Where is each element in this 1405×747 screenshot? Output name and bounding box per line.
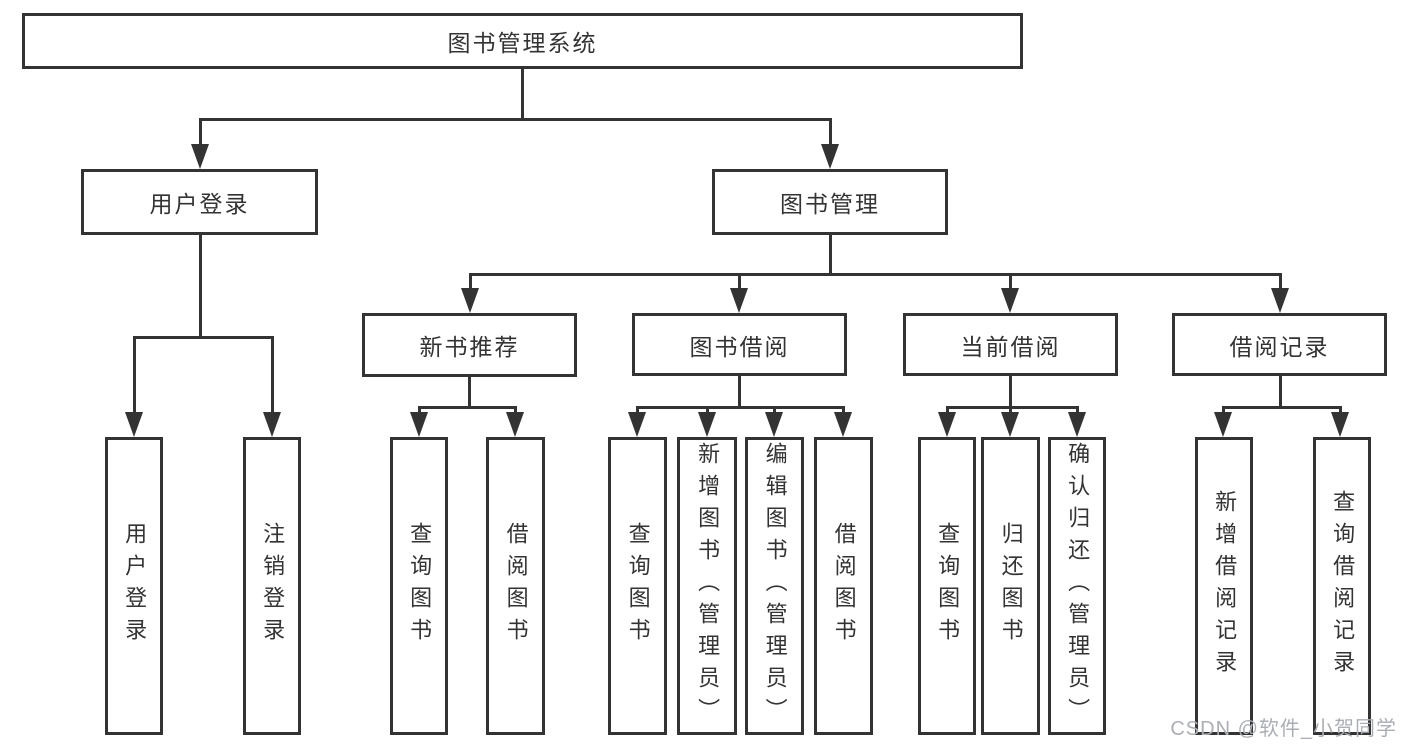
node-label: 图书管理系统	[447, 30, 598, 56]
connector-vline	[418, 406, 421, 416]
arrow-down-icon	[1068, 412, 1086, 437]
node-label: 图书借阅	[689, 333, 790, 360]
connector-vline	[469, 273, 472, 291]
arrow-down-icon	[628, 412, 646, 437]
leaf-logout-login: 注销登录	[243, 437, 301, 735]
leaf-label: 新增图书（管理员）	[695, 442, 721, 730]
connector-vline	[199, 235, 202, 339]
arrow-down-icon	[263, 412, 281, 437]
arrow-down-icon	[410, 412, 428, 437]
node-current-borrowing: 当前借阅	[903, 313, 1118, 376]
arrow-down-icon	[1214, 412, 1232, 437]
connector-vline	[829, 235, 832, 276]
node-user-login: 用户登录	[81, 169, 318, 235]
connector-vline	[1279, 376, 1282, 409]
arrow-down-icon	[821, 144, 839, 169]
leaf-return-books: 归还图书	[981, 437, 1040, 735]
arrow-down-icon	[730, 288, 748, 313]
arrow-down-icon	[461, 288, 479, 313]
node-borrowing-records: 借阅记录	[1172, 313, 1387, 376]
connector-vline	[1222, 406, 1225, 416]
connector-vline	[468, 377, 471, 409]
leaf-query-books: 查询图书	[390, 437, 448, 735]
leaf-label: 查询图书	[407, 522, 433, 650]
leaf-add-books-admin: 新增图书（管理员）	[677, 437, 737, 735]
node-book-management: 图书管理	[712, 169, 948, 235]
connector-vline	[842, 406, 845, 416]
connector-hline	[470, 273, 1281, 276]
connector-vline	[1009, 273, 1012, 291]
leaf-label: 确认归还（管理员）	[1065, 442, 1091, 730]
node-label: 当前借阅	[960, 333, 1061, 360]
arrow-down-icon	[1001, 412, 1019, 437]
arrow-down-icon	[834, 412, 852, 437]
connector-hline	[1222, 406, 1342, 409]
connector-hline	[200, 118, 831, 121]
connector-vline	[1009, 376, 1012, 409]
connector-vline	[738, 273, 741, 291]
arrow-down-icon	[1331, 412, 1349, 437]
connector-hline	[418, 406, 517, 409]
connector-vline	[514, 406, 517, 416]
arrow-down-icon	[1271, 288, 1289, 313]
connector-vline	[1076, 406, 1079, 416]
arrow-down-icon	[765, 412, 783, 437]
node-label: 新书推荐	[419, 334, 520, 360]
leaf-label: 注销登录	[260, 522, 286, 650]
node-book-borrowing: 图书借阅	[632, 313, 847, 376]
connector-vline	[636, 406, 639, 416]
connector-vline	[521, 69, 524, 121]
leaf-label: 查询借阅记录	[1330, 490, 1356, 682]
connector-vline	[773, 406, 776, 416]
node-label: 图书管理	[780, 191, 880, 217]
connector-vline	[706, 406, 709, 416]
connector-hline	[133, 336, 274, 339]
leaf-label: 编辑图书（管理员）	[762, 442, 788, 730]
leaf-label: 用户登录	[122, 522, 148, 650]
leaf-label: 借阅图书	[503, 522, 529, 650]
leaf-query-borrow-record: 查询借阅记录	[1313, 437, 1371, 735]
watermark: CSDN @软件_小贺同学	[1170, 718, 1397, 740]
node-label: 用户登录	[149, 191, 250, 217]
leaf-add-borrow-record: 新增借阅记录	[1195, 437, 1253, 735]
connector-hline	[636, 406, 845, 409]
node-new-book-recommend: 新书推荐	[362, 313, 577, 377]
leaf-label: 新增借阅记录	[1212, 490, 1238, 682]
connector-vline	[199, 118, 202, 148]
arrow-down-icon	[938, 412, 956, 437]
leaf-label: 查询图书	[625, 522, 651, 650]
leaf-borrow-books-2: 借阅图书	[814, 437, 873, 735]
leaf-query-books-2: 查询图书	[608, 437, 667, 735]
connector-vline	[1339, 406, 1342, 416]
connector-vline	[1279, 273, 1282, 291]
connector-vline	[1009, 406, 1012, 416]
connector-vline	[271, 336, 274, 416]
leaf-confirm-return-admin: 确认归还（管理员）	[1048, 437, 1106, 735]
arrow-down-icon	[1001, 288, 1019, 313]
leaf-edit-books-admin: 编辑图书（管理员）	[745, 437, 804, 735]
leaf-query-books-3: 查询图书	[918, 437, 976, 735]
connector-vline	[946, 406, 949, 416]
connector-vline	[133, 336, 136, 416]
arrow-down-icon	[698, 412, 716, 437]
leaf-label: 归还图书	[998, 522, 1024, 650]
node-label: 借阅记录	[1229, 333, 1330, 360]
leaf-user-login: 用户登录	[105, 437, 163, 735]
leaf-label: 查询图书	[935, 522, 961, 650]
connector-hline	[946, 406, 1079, 409]
connector-vline	[738, 376, 741, 409]
leaf-borrow-books: 借阅图书	[486, 437, 545, 735]
leaf-label: 借阅图书	[831, 522, 857, 650]
arrow-down-icon	[506, 412, 524, 437]
arrow-down-icon	[191, 144, 209, 169]
node-library-management-system: 图书管理系统	[22, 13, 1023, 69]
arrow-down-icon	[125, 412, 143, 437]
connector-vline	[829, 118, 832, 148]
